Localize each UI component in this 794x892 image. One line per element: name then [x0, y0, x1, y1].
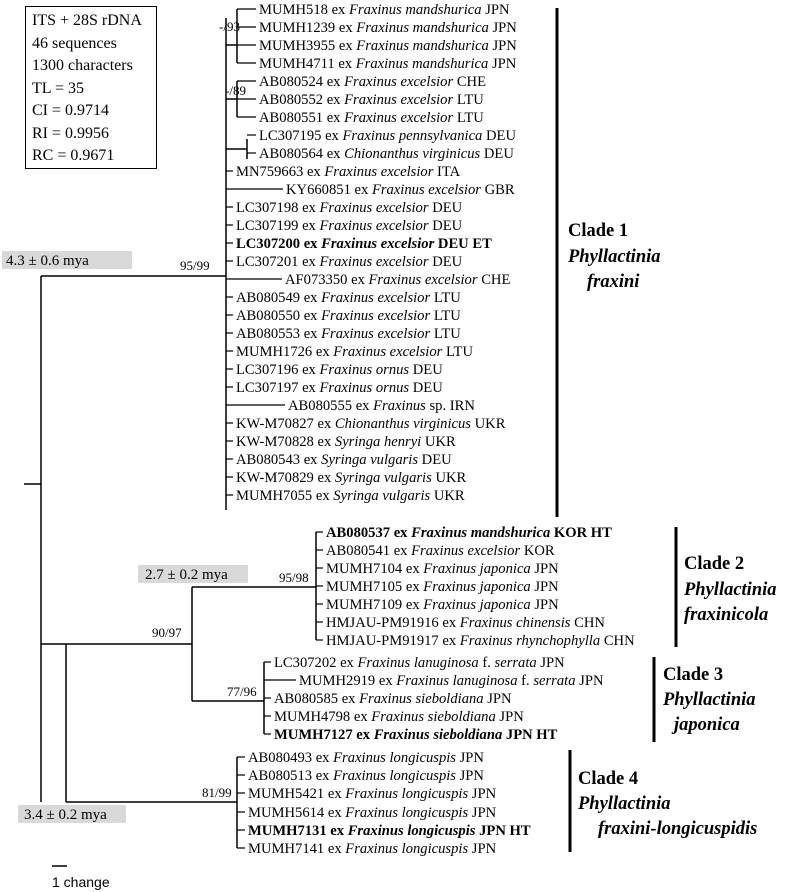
svg-text:2.7 ± 0.2 mya: 2.7 ± 0.2 mya: [145, 567, 228, 583]
taxon-label: MN759663 ex Fraxinus excelsior ITA: [236, 164, 461, 180]
taxon-label: MUMH7055 ex Syringa vulgaris UKR: [236, 488, 465, 504]
taxon-label: MUMH3955 ex Fraxinus mandshurica JPN: [259, 38, 517, 54]
support-mandshurica: -/93: [219, 19, 240, 34]
clade4-title: Clade 4: [578, 769, 638, 789]
clade4-name-line1: Phyllactinia: [577, 794, 671, 814]
taxon-label: AB080493 ex Fraxinus longicuspis JPN: [248, 750, 484, 766]
taxon-label: HMJAU-PM91916 ex Fraxinus chinensis CHN: [326, 615, 605, 631]
taxon-label: HMJAU-PM91917 ex Fraxinus rhynchophylla …: [326, 633, 635, 649]
taxon-label: LC307201 ex Fraxinus excelsior DEU: [236, 254, 463, 270]
taxon-label: AB080543 ex Syringa vulgaris DEU: [236, 452, 452, 468]
taxon-label: MUMH5614 ex Fraxinus longicuspis JPN: [248, 805, 497, 821]
taxon-label: MUMH7141 ex Fraxinus longicuspis JPN: [248, 841, 497, 857]
clade2-name-line1: Phyllactinia: [683, 580, 777, 600]
svg-text:3.4 ± 0.2 mya: 3.4 ± 0.2 mya: [24, 807, 107, 823]
clade1-name-line1: Phyllactinia: [567, 247, 661, 267]
taxon-label: AB080541 ex Fraxinus excelsior KOR: [326, 543, 555, 559]
taxon-label: MUMH7127 ex Fraxinus sieboldiana JPN HT: [274, 727, 558, 743]
taxon-label: AB080537 ex Fraxinus mandshurica KOR HT: [326, 525, 612, 541]
stat-characters: 1300 characters: [32, 57, 133, 74]
taxon-label: LC307202 ex Fraxinus lanuginosa f. serra…: [274, 655, 565, 671]
taxon-label: KW-M70829 ex Syringa vulgaris UKR: [236, 470, 467, 486]
support-excelsior-che: -/89: [225, 83, 246, 98]
taxon-label: KW-M70828 ex Syringa henryi UKR: [236, 434, 456, 450]
stat-tree-length: TL = 35: [32, 79, 84, 97]
taxon-label: MUMH7131 ex Fraxinus longicuspis JPN HT: [248, 823, 531, 839]
clade2-title: Clade 2: [684, 554, 744, 574]
taxon-label: MUMH518 ex Fraxinus mandshurica JPN: [259, 2, 510, 18]
taxon-label: AB080585 ex Fraxinus sieboldiana JPN: [274, 691, 512, 707]
clade3-name-line2: japonica: [671, 715, 740, 735]
support-clade3: 77/96: [227, 684, 257, 699]
taxon-label: AB080551 ex Fraxinus excelsior LTU: [259, 110, 484, 126]
clade3-title: Clade 3: [663, 665, 723, 685]
support-clade2: 95/98: [279, 570, 309, 585]
taxon-label: LC307200 ex Fraxinus excelsior DEU ET: [236, 236, 492, 252]
tree-statistics-box: ITS + 28S rDNA 46 sequences 1300 charact…: [25, 6, 157, 169]
age-label-clade23: 2.7 ± 0.2 mya: [138, 565, 248, 583]
taxon-label: MUMH4798 ex Fraxinus sieboldiana JPN: [274, 709, 524, 725]
taxon-label: AB080550 ex Fraxinus excelsior LTU: [236, 308, 461, 324]
tree-branches: [24, 9, 317, 867]
taxon-label: AF073350 ex Fraxinus excelsior CHE: [285, 272, 510, 288]
support-ancestor23: 90/97: [152, 625, 182, 640]
taxon-label: AB080524 ex Fraxinus excelsior CHE: [259, 74, 486, 90]
clade2-name-line2: fraxinicola: [684, 605, 768, 625]
taxon-label: MUMH2919 ex Fraxinus lanuginosa f. serra…: [299, 673, 604, 689]
taxon-label: MUMH5421 ex Fraxinus longicuspis JPN: [248, 786, 497, 802]
taxon-label: LC307195 ex Fraxinus pennsylvanica DEU: [259, 128, 516, 144]
stat-dataset: ITS + 28S rDNA: [32, 12, 142, 29]
clade1-title: Clade 1: [568, 221, 628, 241]
stat-rc: RC = 0.9671: [32, 147, 115, 164]
clade3-name-line1: Phyllactinia: [662, 690, 756, 710]
stat-ri: RI = 0.9956: [32, 124, 110, 142]
stat-ci: CI = 0.9714: [32, 102, 110, 119]
taxon-label: MUMH7105 ex Fraxinus japonica JPN: [326, 579, 559, 595]
support-clade4: 81/99: [202, 785, 232, 800]
clade4-name-line2: fraxini-longicuspidis: [598, 819, 757, 839]
taxon-label: KY660851 ex Fraxinus excelsior GBR: [286, 182, 515, 198]
taxon-label: LC307196 ex Fraxinus ornus DEU: [236, 362, 443, 378]
age-label-root: 4.3 ± 0.6 mya: [2, 251, 132, 269]
clade1-name-line2: fraxini: [587, 272, 640, 292]
taxon-label: MUMH1239 ex Fraxinus mandshurica JPN: [259, 20, 517, 36]
support-clade1: 95/99: [180, 258, 210, 273]
taxon-label: AB080553 ex Fraxinus excelsior LTU: [236, 326, 461, 342]
taxon-label: AB080555 ex Fraxinus sp. IRN: [288, 398, 475, 414]
stat-sequences: 46 sequences: [32, 34, 117, 52]
taxon-label: AB080564 ex Chionanthus virginicus DEU: [259, 146, 514, 162]
scale-bar-label: 1 change: [52, 874, 110, 890]
svg-text:4.3 ± 0.6 mya: 4.3 ± 0.6 mya: [6, 253, 89, 269]
taxon-label: MUMH7104 ex Fraxinus japonica JPN: [326, 561, 559, 577]
taxon-label: AB080513 ex Fraxinus longicuspis JPN: [248, 768, 484, 784]
taxon-label: AB080552 ex Fraxinus excelsior LTU: [259, 92, 484, 108]
age-label-clade4: 3.4 ± 0.2 mya: [18, 805, 126, 823]
taxon-label: LC307197 ex Fraxinus ornus DEU: [236, 380, 443, 396]
taxon-label: MUMH1726 ex Fraxinus excelsior LTU: [236, 344, 473, 360]
taxon-label: KW-M70827 ex Chionanthus virginicus UKR: [236, 416, 506, 432]
taxon-label: LC307198 ex Fraxinus excelsior DEU: [236, 200, 463, 216]
taxon-label: MUMH4711 ex Fraxinus mandshurica JPN: [259, 56, 517, 72]
taxon-label: LC307199 ex Fraxinus excelsior DEU: [236, 218, 463, 234]
taxon-label: AB080549 ex Fraxinus excelsior LTU: [236, 290, 461, 306]
taxon-label: MUMH7109 ex Fraxinus japonica JPN: [326, 597, 559, 613]
